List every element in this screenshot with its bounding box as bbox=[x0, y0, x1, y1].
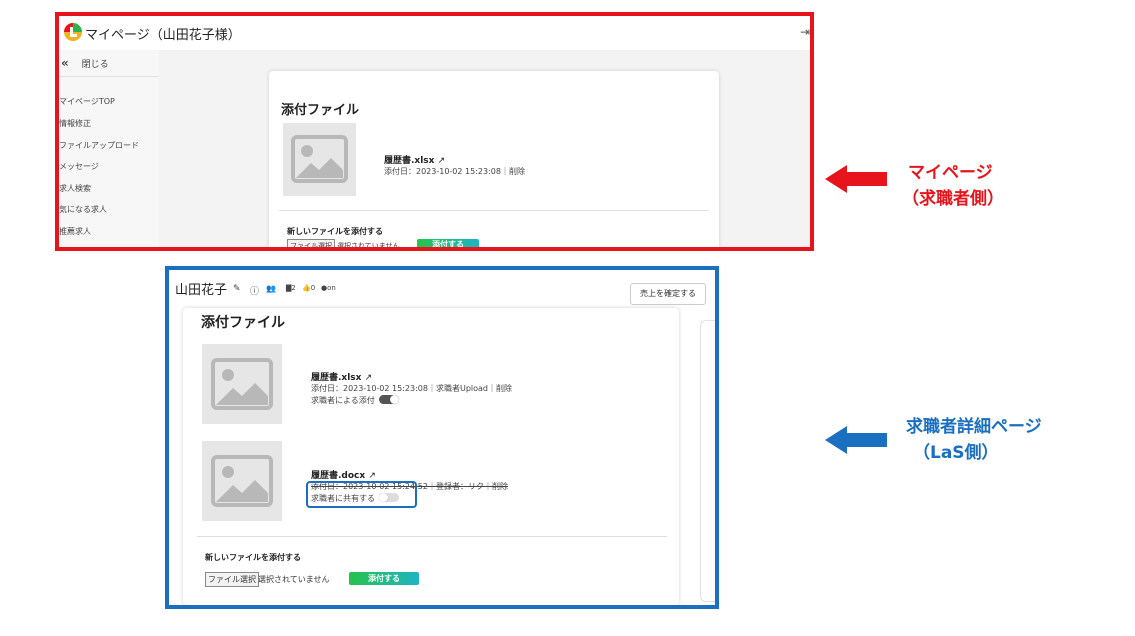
new-file-label: 新しいファイルを添付する bbox=[205, 553, 301, 562]
annotation-las: 求職者詳細ページ bbox=[906, 417, 1042, 437]
las-screenshot: 山田花子 ✎ ⓘ 👥 ▇2 👍0 ●on 売上を確定する 添付ファイル 履歴書.… bbox=[165, 266, 719, 609]
choose-file-button[interactable]: ファイル選択 bbox=[205, 572, 259, 587]
file-name: 履歴書.xlsx bbox=[384, 156, 435, 166]
image-placeholder-icon bbox=[211, 455, 273, 507]
file-link[interactable]: 履歴書.xlsx ↗ bbox=[311, 370, 372, 383]
file-meta: 添付日：2023-10-02 15:23:08｜求職者Upload｜削除 bbox=[311, 384, 512, 393]
no-file-text: 選択されていません bbox=[337, 242, 400, 250]
thumbs-up-icon[interactable]: 👍0 bbox=[302, 284, 316, 292]
share-with-candidate-toggle[interactable] bbox=[379, 493, 399, 502]
logout-icon[interactable]: ⇥ bbox=[799, 25, 810, 39]
file-thumbnail bbox=[202, 344, 282, 424]
confirm-sales-button[interactable]: 売上を確定する bbox=[630, 283, 706, 305]
side-panel bbox=[700, 320, 715, 602]
candidate-name: 山田花子 bbox=[175, 283, 228, 298]
choose-file-button[interactable]: ファイル選択 bbox=[287, 239, 335, 247]
external-link-icon: ↗ bbox=[368, 471, 376, 481]
sidebar-item-favorite-jobs[interactable]: 気になる求人 bbox=[59, 205, 107, 214]
double-chevron-left-icon: « bbox=[61, 56, 69, 70]
no-file-text: 選択されていません bbox=[258, 575, 330, 584]
card-title: 添付ファイル bbox=[281, 103, 360, 118]
annotation-mypage: マイページ bbox=[908, 163, 993, 183]
sidebar-item-messages[interactable]: メッセージ bbox=[59, 162, 99, 171]
sidebar-item-recommended-jobs[interactable]: 推薦求人 bbox=[59, 227, 91, 236]
file-thumbnail bbox=[283, 123, 356, 196]
annotation-las-sub: （LaS側） bbox=[913, 443, 999, 463]
page-title: マイページ（山田花子様） bbox=[85, 28, 241, 43]
person-icon[interactable]: ●on bbox=[321, 284, 336, 292]
edit-icon[interactable]: ✎ bbox=[233, 284, 241, 294]
sidebar-item-mypage-top[interactable]: マイページTOP bbox=[59, 97, 115, 106]
sidebar-item-job-search[interactable]: 求人検索 bbox=[59, 184, 91, 193]
divider bbox=[279, 210, 709, 211]
annotation-mypage-sub: （求職者側） bbox=[902, 189, 1004, 209]
image-placeholder-icon bbox=[211, 358, 273, 410]
file-name: 履歴書.docx bbox=[311, 471, 366, 481]
sidebar-item-file-upload[interactable]: ファイルアップロード bbox=[59, 141, 139, 150]
attach-button[interactable]: 添付する bbox=[349, 572, 419, 585]
file-meta: 添付日：2023-10-02 15:23:08｜削除 bbox=[384, 167, 525, 176]
sidebar: « 閉じる マイページTOP 情報修正 ファイルアップロード メッセージ 求人検… bbox=[59, 50, 160, 247]
info-icon[interactable]: ⓘ bbox=[250, 287, 260, 297]
file-name: 履歴書.xlsx bbox=[311, 373, 362, 383]
file-link[interactable]: 履歴書.docx ↗ bbox=[311, 468, 376, 481]
new-file-label: 新しいファイルを添付する bbox=[287, 227, 383, 236]
toggle-label: 求職者に共有する bbox=[311, 494, 375, 503]
uploaded-by-candidate-toggle[interactable] bbox=[379, 395, 399, 404]
external-link-icon: ↗ bbox=[437, 156, 446, 166]
attach-button[interactable]: 添付する bbox=[417, 239, 479, 247]
users-icon[interactable]: 👥 bbox=[266, 284, 276, 293]
app-logo bbox=[63, 22, 83, 42]
external-link-icon: ↗ bbox=[364, 373, 373, 383]
top-header: マイページ（山田花子様） ⇥ bbox=[59, 16, 810, 51]
image-placeholder-icon bbox=[291, 135, 348, 183]
sidebar-close-button[interactable]: « 閉じる bbox=[61, 56, 109, 70]
card-title: 添付ファイル bbox=[201, 315, 285, 331]
close-label: 閉じる bbox=[81, 60, 109, 70]
document-icon[interactable]: ▇2 bbox=[286, 284, 296, 292]
file-thumbnail bbox=[202, 441, 282, 521]
attachment-card: 添付ファイル 履歴書.xlsx ↗ 添付日：2023-10-02 15:23:0… bbox=[269, 71, 719, 250]
bottom-header: 山田花子 ✎ ⓘ 👥 ▇2 👍0 ●on 売上を確定する bbox=[169, 270, 715, 306]
divider bbox=[197, 536, 667, 537]
attachment-card: 添付ファイル 履歴書.xlsx ↗ 添付日：2023-10-02 15:23:0… bbox=[183, 308, 679, 605]
sidebar-item-edit-info[interactable]: 情報修正 bbox=[59, 119, 91, 128]
toggle-label: 求職者による添付 bbox=[311, 396, 375, 405]
file-meta: 添付日：2023-10-02 15:24:52｜登録者：リク｜削除 bbox=[311, 482, 508, 491]
file-link[interactable]: 履歴書.xlsx ↗ bbox=[384, 153, 445, 166]
share-toggle-highlight bbox=[306, 481, 417, 508]
mypage-screenshot: マイページ（山田花子様） ⇥ « 閉じる マイページTOP 情報修正 ファイルア… bbox=[55, 12, 814, 251]
